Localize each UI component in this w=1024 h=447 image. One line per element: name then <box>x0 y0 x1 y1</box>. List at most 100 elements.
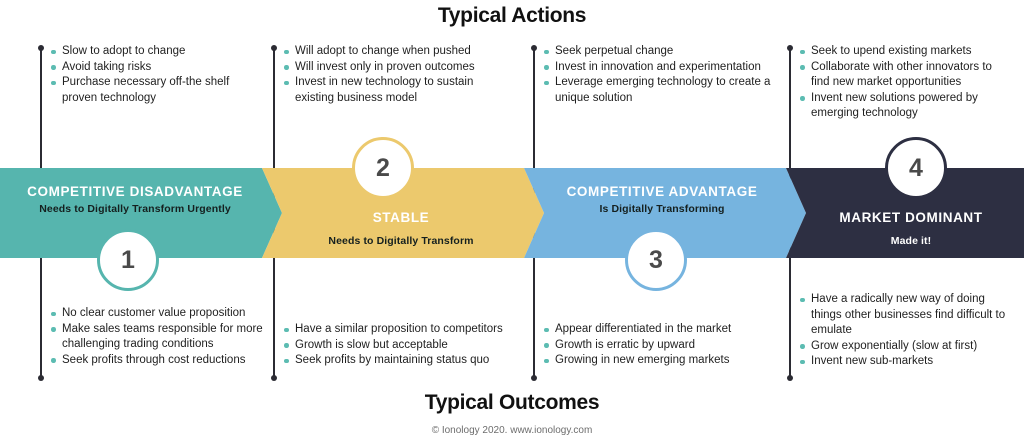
list-item-text: Leverage emerging technology to create a… <box>555 76 771 104</box>
list-item: Invest in innovation and experimentation <box>544 60 776 76</box>
list-item: Invent new solutions powered by emerging… <box>800 91 1000 122</box>
list-item: Collaborate with other innovators to fin… <box>800 60 1000 91</box>
copyright-credit: © Ionology 2020. www.ionology.com <box>431 425 593 436</box>
bullet-icon <box>800 359 805 364</box>
list-item: Seek profits through cost reductions <box>51 353 266 369</box>
list-item-text: Will adopt to change when pushed <box>295 45 471 57</box>
list-item: Have a radically new way of doing things… <box>800 292 1010 339</box>
stage-subtitle: Made it! <box>890 235 932 247</box>
stage-number-badge-3: 3 <box>625 229 687 291</box>
stage-title: MARKET DOMINANT <box>839 210 983 225</box>
list-item: Make sales teams responsible for more ch… <box>51 322 266 353</box>
connector-dot-bottom <box>531 375 537 381</box>
list-item: Will adopt to change when pushed <box>284 44 499 60</box>
list-item-text: Seek to upend existing markets <box>811 45 972 57</box>
outcomes-list-stage-1: No clear customer value proposition Make… <box>51 306 266 368</box>
page-title-typical-outcomes: Typical Outcomes <box>424 391 600 414</box>
stage-title: COMPETITIVE ADVANTAGE <box>566 184 758 199</box>
list-item: Growth is slow but acceptable <box>284 338 519 354</box>
actions-list-stage-4: Seek to upend existing markets Collabora… <box>800 44 1000 122</box>
bullet-icon <box>800 96 805 101</box>
list-item: Invent new sub-markets <box>800 354 1010 370</box>
connector-dot-top <box>38 45 44 51</box>
list-item-text: Slow to adopt to change <box>62 45 186 57</box>
stage-subtitle: Needs to Digitally Transform <box>328 235 474 247</box>
stage-subtitle: Needs to Digitally Transform Urgently <box>39 203 231 215</box>
list-item-text: Avoid taking risks <box>62 60 152 73</box>
bullet-icon <box>800 344 805 349</box>
list-item: Invest in new technology to sustain exis… <box>284 75 499 106</box>
list-item: Leverage emerging technology to create a… <box>544 75 776 106</box>
bullet-icon <box>51 49 56 54</box>
bullet-icon <box>544 80 549 85</box>
bullet-icon <box>284 358 289 363</box>
bullet-icon <box>51 327 56 332</box>
bullet-icon <box>284 65 289 70</box>
list-item-text: Collaborate with other innovators to fin… <box>811 60 992 89</box>
outcomes-list-stage-2: Have a similar proposition to competitor… <box>284 322 519 369</box>
list-item: Growth is erratic by upward <box>544 338 769 354</box>
connector-dot-top <box>271 45 277 51</box>
outcomes-list-stage-3: Appear differentiated in the market Grow… <box>544 322 769 369</box>
list-item-text: Invest in innovation and experimentation <box>555 60 761 73</box>
connector-dot-top <box>531 45 537 51</box>
connector-dot-bottom <box>38 375 44 381</box>
list-item: Growing in new emerging markets <box>544 353 769 369</box>
stage-number-badge-1: 1 <box>97 229 159 291</box>
list-item: No clear customer value proposition <box>51 306 266 322</box>
list-item-text: Seek profits by maintaining status quo <box>295 354 490 366</box>
list-item: Seek to upend existing markets <box>800 44 1000 60</box>
bullet-icon <box>51 65 56 70</box>
list-item-text: Seek profits through cost reductions <box>62 353 246 366</box>
stage-subtitle: Is Digitally Transforming <box>599 203 725 215</box>
stage-title: COMPETITIVE DISADVANTAGE <box>27 184 243 199</box>
connector-dot-bottom <box>271 375 277 381</box>
list-item-text: Have a similar proposition to competitor… <box>295 323 503 335</box>
list-item-text: Grow exponentially (slow at first) <box>811 339 978 352</box>
bullet-icon <box>51 80 56 85</box>
bullet-icon <box>544 65 549 70</box>
bullet-icon <box>800 49 805 54</box>
stage-title: STABLE <box>372 210 430 225</box>
list-item: Avoid taking risks <box>51 60 256 76</box>
list-item: Will invest only in proven outcomes <box>284 60 499 76</box>
list-item: Purchase necessary off-the shelf proven … <box>51 75 256 106</box>
stage-number-badge-4: 4 <box>885 137 947 199</box>
list-item-text: Invest in new technology to sustain exis… <box>295 76 474 104</box>
bullet-icon <box>284 49 289 54</box>
connector-dot-top <box>787 45 793 51</box>
bullet-icon <box>284 327 289 332</box>
list-item: Grow exponentially (slow at first) <box>800 339 1010 355</box>
connector-dot-bottom <box>787 375 793 381</box>
actions-list-stage-2: Will adopt to change when pushed Will in… <box>284 44 499 106</box>
bullet-icon <box>800 297 805 302</box>
bullet-icon <box>544 49 549 54</box>
bullet-icon <box>544 327 549 332</box>
list-item: Appear differentiated in the market <box>544 322 769 338</box>
page-title-typical-actions: Typical Actions <box>437 4 587 27</box>
list-item: Slow to adopt to change <box>51 44 256 60</box>
bullet-icon <box>284 80 289 85</box>
list-item-text: Invent new solutions powered by emerging… <box>811 91 978 120</box>
list-item-text: Growth is slow but acceptable <box>295 338 448 351</box>
list-item-text: Appear differentiated in the market <box>555 323 732 335</box>
bullet-icon <box>51 311 56 316</box>
list-item-text: Seek perpetual change <box>555 45 674 57</box>
list-item-text: Have a radically new way of doing things… <box>811 293 1006 336</box>
list-item-text: Growing in new emerging markets <box>555 354 730 366</box>
list-item-text: No clear customer value proposition <box>62 307 246 319</box>
bullet-icon <box>544 358 549 363</box>
actions-list-stage-3: Seek perpetual change Invest in innovati… <box>544 44 776 106</box>
list-item: Seek perpetual change <box>544 44 776 60</box>
actions-list-stage-1: Slow to adopt to change Avoid taking ris… <box>51 44 256 106</box>
list-item-text: Growth is erratic by upward <box>555 338 695 351</box>
list-item: Have a similar proposition to competitor… <box>284 322 519 338</box>
stage-number-badge-2: 2 <box>352 137 414 199</box>
list-item: Seek profits by maintaining status quo <box>284 353 519 369</box>
list-item-text: Will invest only in proven outcomes <box>295 60 475 73</box>
stage-segment-3[interactable]: COMPETITIVE ADVANTAGE Is Digitally Trans… <box>524 168 806 258</box>
bullet-icon <box>544 343 549 348</box>
list-item-text: Purchase necessary off-the shelf proven … <box>62 76 230 104</box>
bullet-icon <box>800 65 805 70</box>
bullet-icon <box>51 358 56 363</box>
